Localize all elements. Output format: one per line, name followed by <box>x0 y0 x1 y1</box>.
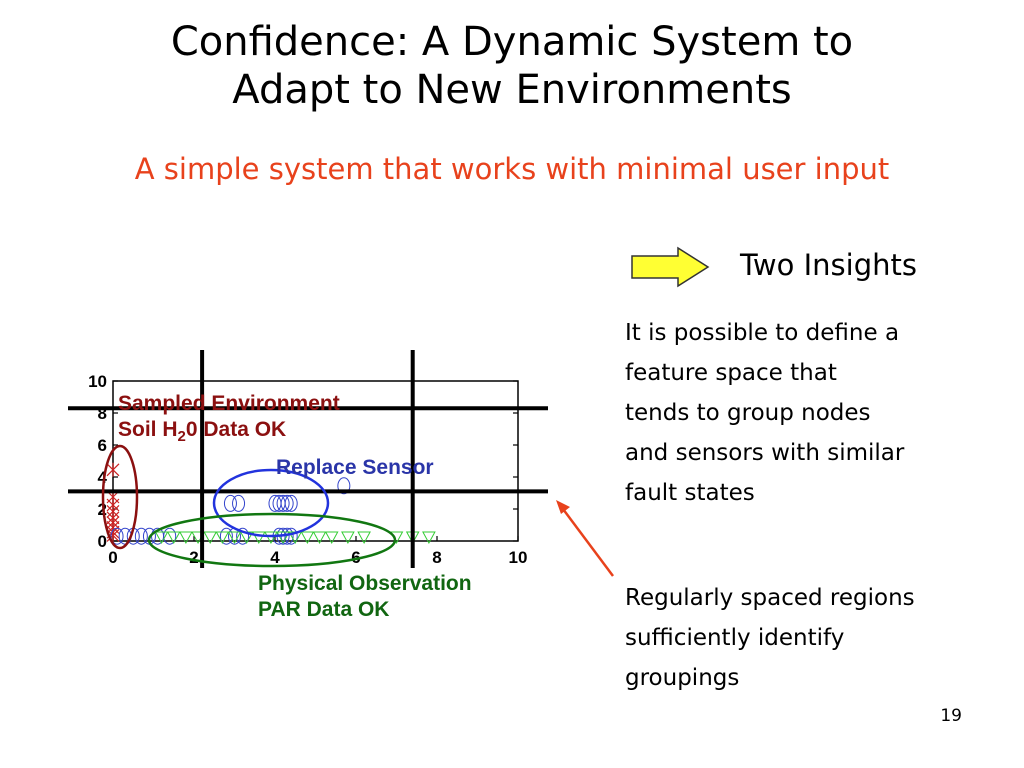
env-line-2: Soil H20 Data OK <box>118 417 340 450</box>
slide-title: Confidence: A Dynamic System to Adapt to… <box>0 18 1024 114</box>
x-tick-label: 10 <box>509 548 528 567</box>
insight-2-line: sufficiently identify <box>625 625 845 651</box>
x-tick-label: 8 <box>432 548 441 567</box>
data-point-triangle <box>276 531 290 545</box>
data-point-triangle <box>179 531 193 545</box>
data-point-triangle <box>264 531 278 545</box>
data-point-circle <box>236 527 250 545</box>
insight-1-text: It is possible to define a feature space… <box>625 313 985 513</box>
data-point-circle <box>284 494 298 512</box>
y-tick-label: 10 <box>88 372 107 391</box>
data-point-circle <box>223 494 237 512</box>
insight-2-text: Regularly spaced regions sufficiently id… <box>625 578 1005 698</box>
pointer-arrow <box>558 504 615 577</box>
phys-line-2: PAR Data OK <box>258 598 390 621</box>
replace-sensor-label: Replace Sensor <box>276 456 434 479</box>
replace-sensor-ellipse <box>212 468 330 538</box>
data-point-circle <box>276 494 290 512</box>
env-line-1: Sampled Environment <box>118 392 340 415</box>
data-point-circle <box>134 527 148 545</box>
two-insights-label: Two Insights <box>740 248 917 282</box>
physical-observation-ellipse <box>147 512 397 568</box>
y-tick-label: 4 <box>98 468 108 487</box>
insight-1-line: tends to group nodes <box>625 400 871 426</box>
y-tick-label: 8 <box>98 404 107 423</box>
insight-1-line: feature space that <box>625 360 837 386</box>
insight-2-line: Regularly spaced regions <box>625 585 915 611</box>
x-tick-label: 0 <box>108 548 117 567</box>
y-tick-label: 6 <box>98 436 107 455</box>
phys-line-1: Physical Observation <box>258 572 472 595</box>
data-point-circle <box>219 527 233 545</box>
data-point-triangle <box>324 531 339 545</box>
data-point-triangle <box>215 531 230 545</box>
data-point-triangle <box>227 531 242 545</box>
data-point-triangle <box>154 531 169 545</box>
data-point-circle <box>280 494 294 512</box>
env-subscript: 2 <box>177 428 186 445</box>
data-point-circle <box>163 527 177 545</box>
data-point-triangle <box>357 531 371 545</box>
data-point-circle <box>337 477 351 495</box>
right-arrow-icon <box>631 246 710 288</box>
insight-1-line: fault states <box>625 480 755 506</box>
x-tick-label: 6 <box>351 548 360 567</box>
sampled-environment-ellipse <box>101 444 139 550</box>
physical-observation-label: Physical Observation PAR Data OK <box>258 571 472 623</box>
env-rest: 0 Data OK <box>185 418 287 441</box>
plot-frame <box>112 380 519 542</box>
x-tick-label: 2 <box>189 548 198 567</box>
insight-1-line: and sensors with similar <box>625 440 905 466</box>
data-point-triangle <box>166 531 181 545</box>
sampled-environment-label: Sampled Environment Soil H20 Data OK <box>118 391 340 450</box>
data-point-circle <box>110 527 124 545</box>
insight-2-line: groupings <box>625 665 740 691</box>
data-point-triangle <box>300 531 315 545</box>
slide-subtitle: A simple system that works with minimal … <box>134 152 890 186</box>
data-point-triangle <box>341 531 355 545</box>
pointer-arrow-head <box>556 500 570 514</box>
insight-1-line: It is possible to define a <box>625 320 900 346</box>
page-number: 19 <box>940 706 962 726</box>
data-point-triangle <box>312 531 327 545</box>
y-tick-label: 0 <box>98 532 107 551</box>
x-tick-label: 4 <box>270 548 280 567</box>
data-point-triangle <box>251 531 266 545</box>
env-soil: Soil H <box>118 418 178 441</box>
data-point-triangle <box>422 531 436 545</box>
title-line-1: Confidence: A Dynamic System to <box>170 19 854 65</box>
data-point-circle <box>232 494 246 512</box>
title-line-2: Adapt to New Environments <box>232 67 792 113</box>
data-point-triangle <box>203 531 218 545</box>
data-point-x <box>106 462 120 477</box>
